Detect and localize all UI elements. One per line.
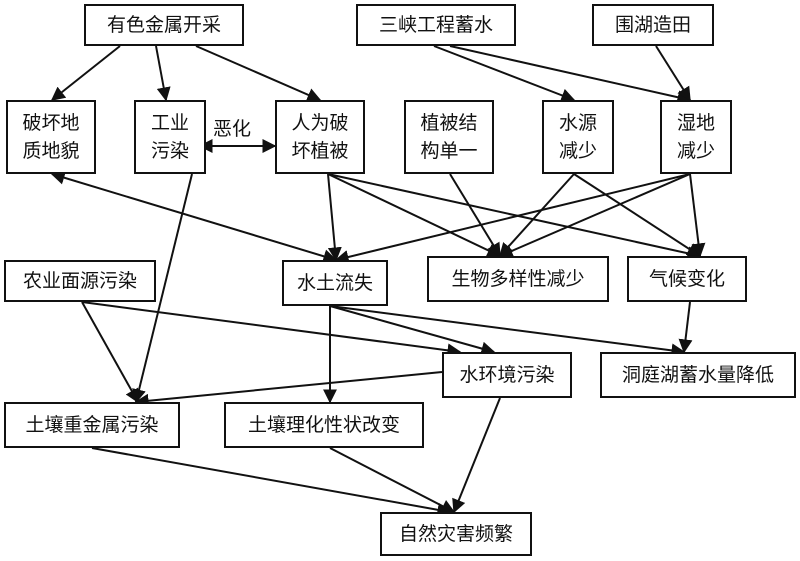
node-wetland: 湿地 减少 (660, 100, 732, 174)
edge-agri-soilmetal (81, 301, 139, 404)
node-veg-single: 植被结 构单一 (404, 100, 494, 174)
node-disaster: 自然灾害频繁 (380, 512, 532, 556)
edge-threegorges-watersource (433, 45, 576, 102)
edge-soilloss-lakestorage (329, 305, 686, 358)
edge-threegorges-wetland (449, 45, 692, 105)
node-soil-physchem: 土壤理化性状改变 (224, 402, 424, 448)
edge-watersource-climate (573, 173, 702, 257)
edge-reclaim-wetland (655, 45, 691, 102)
edge-humanveg-climate (327, 173, 702, 261)
edge-waterpollution-disaster (452, 397, 501, 514)
edge-mining-humanveg (195, 45, 322, 102)
node-agri: 农业面源污染 (4, 260, 156, 302)
edge-soilloss-waterpollution (329, 305, 496, 356)
edge-mining-landform (50, 45, 121, 101)
node-three-gorges: 三峡工程蓄水 (356, 4, 516, 46)
edge-landform-soilloss (50, 170, 338, 264)
node-water-source: 水源 减少 (542, 100, 614, 174)
node-soil-metal: 土壤重金属污染 (4, 402, 180, 448)
node-landform: 破坏地 质地貌 (6, 100, 96, 174)
edge-waterpollution-soilmetal (134, 371, 443, 408)
edge-industrial-soilmetal (132, 173, 193, 404)
edge-climate-lakestorage (678, 301, 693, 354)
node-lake-storage: 洞庭湖蓄水量降低 (600, 352, 796, 398)
node-climate: 气候变化 (627, 256, 747, 302)
edge-soilmetal-disaster (91, 447, 452, 517)
edge-mining-industrial (155, 45, 171, 102)
node-soil-loss: 水土流失 (282, 260, 388, 306)
edge-humanveg-biodiv (327, 173, 502, 257)
node-mining: 有色金属开采 (84, 4, 244, 46)
edge-wetland-soilloss (334, 173, 691, 264)
node-water-pollution: 水环境污染 (442, 352, 572, 398)
node-human-veg: 人为破 坏植被 (275, 100, 365, 174)
edge-label-worsen: 恶化 (213, 118, 252, 140)
edge-watersource-biodiv (499, 173, 575, 258)
edge-wetland-climate (689, 173, 706, 258)
edge-humanveg-soilloss (327, 173, 342, 262)
node-reclaim: 围湖造田 (592, 4, 714, 46)
edge-soilphyschem-disaster (329, 447, 456, 513)
edge-wetland-biodiv (498, 173, 691, 258)
node-industrial: 工业 污染 (134, 100, 206, 174)
edge-vegsingle-biodiv (449, 173, 501, 258)
node-biodiv: 生物多样性减少 (427, 256, 609, 302)
edge-agri-waterpollution (81, 301, 462, 358)
